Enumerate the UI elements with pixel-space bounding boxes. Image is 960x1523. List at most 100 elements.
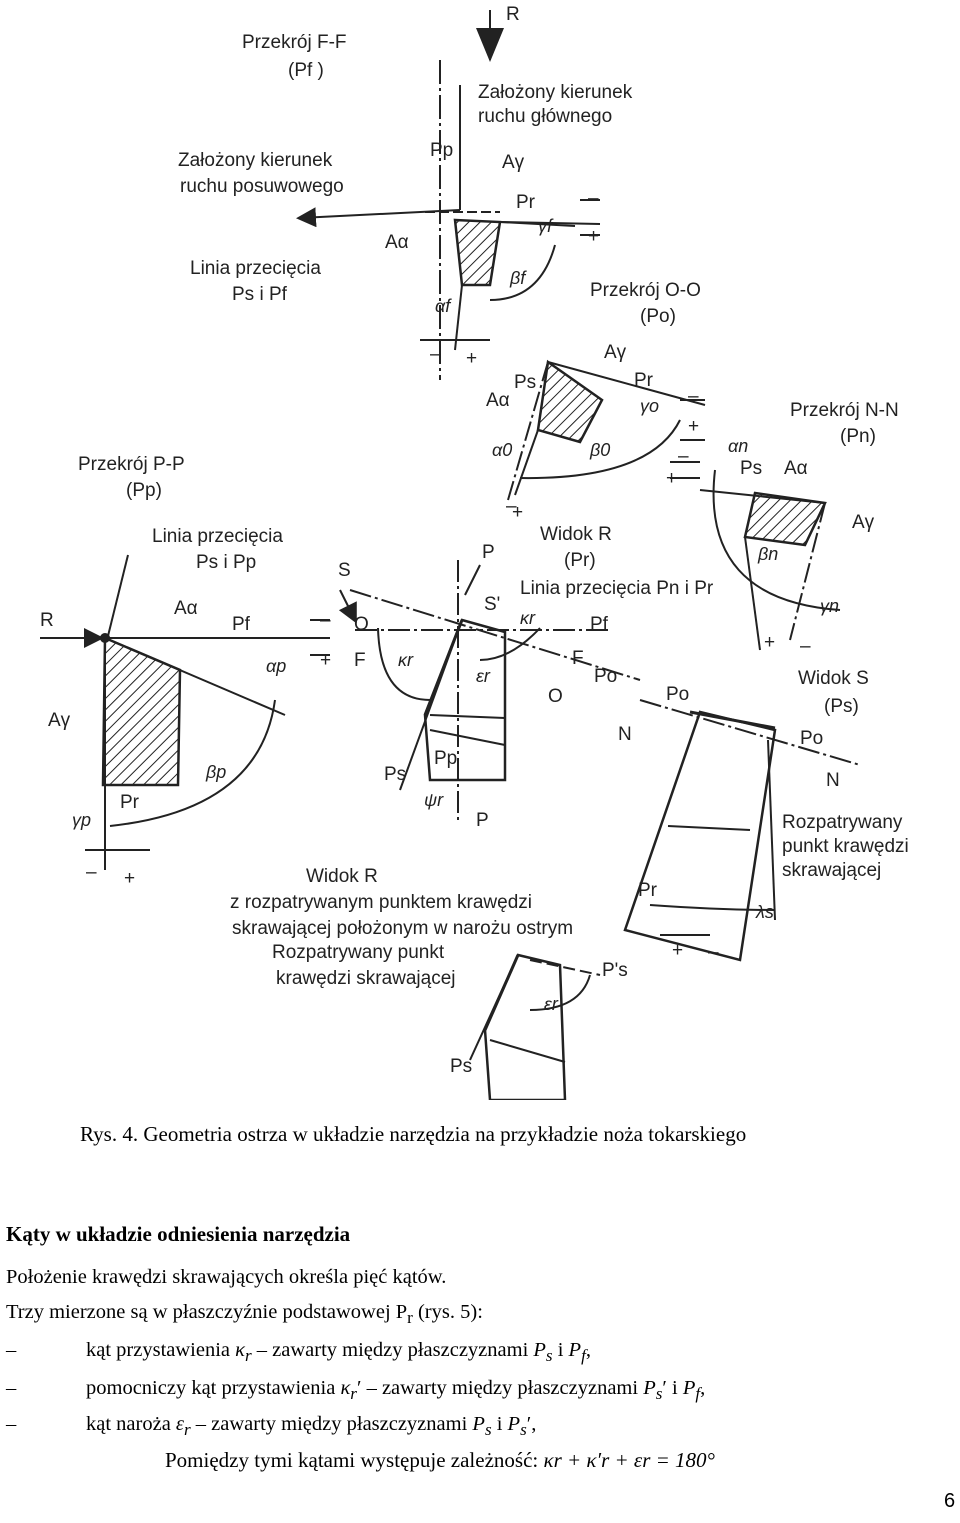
pp-label-5: Pp: [434, 748, 457, 769]
a-alpha-label-3: Aα: [784, 458, 808, 479]
plus-sign-6: +: [764, 632, 775, 653]
view-r2-line-2: z rozpatrywanym punktem krawędzi: [230, 892, 532, 913]
a-alpha-label-1: Aα: [385, 232, 409, 253]
minus-sign-7: –: [320, 610, 331, 631]
po-label-5: Po: [594, 666, 617, 687]
r-left-label: R: [40, 610, 54, 631]
r-top-label: R: [506, 4, 520, 25]
paragraph-2-end: (rys. 5):: [412, 1301, 483, 1323]
ps-label-7: Ps: [450, 1056, 472, 1077]
list-item-kappa: – kąt przystawienia κr – zawarty między …: [6, 1339, 591, 1365]
view-r2-line-3: skrawającej położonym w narożu ostrym: [232, 918, 573, 939]
po-label-7: Po: [800, 728, 823, 749]
considered-point-label-3: skrawającej: [782, 860, 881, 881]
section-ff-symbol: (Pf ): [288, 60, 324, 81]
epsilon-r-label-2: εr: [544, 994, 559, 1014]
beta-o-label: β0: [589, 440, 610, 460]
considered-point-label-2: punkt krawędzi: [782, 836, 909, 857]
list-item-epsilon: – kąt naroża εr – zawarty między płaszcz…: [6, 1413, 536, 1439]
o-left-label: O: [354, 614, 369, 635]
view-r-title: Widok R: [540, 524, 612, 545]
minus-sign-8: –: [86, 862, 97, 883]
a-gamma-label-1: Aγ: [502, 152, 525, 173]
ps-label-5: Ps: [384, 764, 406, 785]
view-s-symbol: (Ps): [824, 696, 859, 717]
section-pp-symbol: (Pp): [126, 480, 162, 501]
minus-sign-1: –: [588, 188, 599, 209]
plus-sign-4: +: [512, 502, 523, 523]
s-prime-label: S': [484, 594, 500, 615]
section-ff-diagram: [296, 10, 601, 380]
gamma-n-label: γn: [820, 596, 839, 616]
epsilon-r-label: εr: [476, 666, 491, 686]
plus-sign-3: +: [688, 416, 699, 437]
plus-sign-1: +: [588, 226, 599, 247]
n-right-label: N: [826, 770, 840, 791]
feed-motion-label-2: ruchu posuwowego: [180, 176, 344, 197]
pf-label-4: Pf: [232, 614, 251, 635]
considered-b-label-2: krawędzi skrawającej: [276, 968, 456, 989]
ps-label-3: Ps: [740, 458, 762, 479]
section-oo-symbol: (Po): [640, 306, 676, 327]
n-left-label: N: [618, 724, 632, 745]
list-dash: –: [6, 1413, 17, 1435]
pf-label-5: Pf: [590, 614, 609, 635]
alpha-f-label: αf: [435, 296, 452, 316]
angle-relation: Pomiędzy tymi kątami występuje zależność…: [165, 1448, 715, 1473]
main-motion-label: Założony kierunek: [478, 82, 633, 103]
cut-line-label-3: Linia przecięcia Pn i Pr: [520, 578, 714, 599]
a-gamma-label-4: Aγ: [48, 710, 71, 731]
view-r-corner-diagram: [469, 953, 601, 1100]
list-item-kappa-text: kąt przystawienia κr – zawarty między pł…: [86, 1339, 591, 1366]
ps-prime-label: P's: [602, 960, 628, 981]
list-item-epsilon-text: kąt naroża εr – zawarty między płaszczyz…: [86, 1413, 537, 1440]
section-nn-diagram: [670, 461, 841, 651]
beta-p-label: βp: [205, 762, 226, 782]
cut-line-label-2: Linia przecięcia: [152, 526, 283, 547]
gamma-p-label: γp: [72, 810, 91, 830]
minus-sign-3: –: [688, 386, 699, 407]
main-motion-label-2: ruchu głównego: [478, 106, 612, 127]
o-right-label: O: [548, 686, 563, 707]
view-s-title: Widok S: [798, 668, 869, 689]
beta-f-label: βf: [509, 268, 527, 288]
lambda-s-label: λs: [755, 902, 774, 922]
minus-sign-6: –: [800, 636, 811, 657]
plus-sign-7: +: [320, 650, 331, 671]
pr-label-1: Pr: [516, 192, 536, 213]
minus-sign-5: –: [678, 446, 689, 467]
psi-r-label: ψr: [424, 790, 444, 810]
s-label: S: [338, 560, 351, 581]
po-label-6: Po: [666, 684, 689, 705]
list-dash: –: [6, 1377, 17, 1399]
page-number: 6: [944, 1490, 956, 1512]
section-heading: Kąty w układzie odniesienia narzędzia: [6, 1222, 351, 1246]
a-gamma-label-2: Aγ: [604, 342, 627, 363]
pr-label-2: Pr: [634, 370, 654, 391]
f-right-label: F: [572, 648, 584, 669]
plus-sign-8: +: [124, 868, 135, 889]
view-r-symbol: (Pr): [564, 550, 596, 571]
considered-b-label: Rozpatrywany punkt: [272, 942, 445, 963]
gamma-f-label: γf: [538, 216, 554, 236]
section-nn-symbol: (Pn): [840, 426, 876, 447]
cut-line-label-1: Linia przecięcia: [190, 258, 321, 279]
section-oo-title: Przekrój O-O: [590, 280, 701, 301]
section-nn-title: Przekrój N-N: [790, 400, 899, 421]
alpha-o-label: α0: [492, 440, 512, 460]
pr-label-6: Pr: [638, 880, 658, 901]
feed-motion-label: Założony kierunek: [178, 150, 333, 171]
paragraph-2-text: Trzy mierzone są w płaszczyźnie podstawo…: [6, 1301, 408, 1323]
plus-sign-5: +: [666, 468, 677, 489]
f-left-label: F: [354, 650, 366, 671]
angle-relation-text: Pomiędzy tymi kątami występuje zależność…: [165, 1448, 544, 1472]
a-alpha-label-4: Aα: [174, 598, 198, 619]
tool-geometry-figure: R Przekrój F-F (Pf ) Założony kierunek r…: [40, 4, 909, 1100]
section-pp-title: Przekrój P-P: [78, 454, 185, 475]
p-top-label: P: [482, 542, 495, 563]
plus-sign-9: +: [672, 940, 683, 961]
kappa-r-label-2: κr: [398, 650, 414, 670]
cut-line-label-1b: Ps i Pf: [232, 284, 288, 305]
cut-line-label-2b: Ps i Pp: [196, 552, 256, 573]
list-item-kappa-prime-text: pomocniczy kąt przystawienia κr′ – zawar…: [86, 1377, 706, 1404]
